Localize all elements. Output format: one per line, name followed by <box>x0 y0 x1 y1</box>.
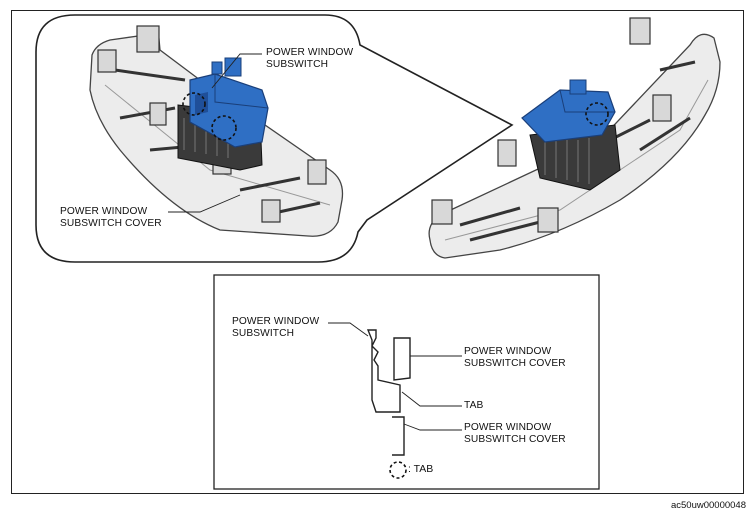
label-inset-cover: POWER WINDOW SUBSWITCH COVER <box>60 206 162 230</box>
figure-code: ac50uw00000048 <box>670 500 746 511</box>
label-line: POWER WINDOW <box>60 206 148 217</box>
label-line: SUBSWITCH COVER <box>464 434 566 445</box>
label-section-cover-upper: POWER WINDOW SUBSWITCH COVER <box>464 346 566 370</box>
section-box <box>213 274 600 490</box>
tab-legend-symbol <box>389 461 407 479</box>
figure-frame <box>11 10 744 494</box>
section-cover-upper <box>393 337 411 381</box>
label-line: POWER WINDOW <box>266 47 354 58</box>
label-line: TAB <box>464 400 484 411</box>
label-section-cover-lower: POWER WINDOW SUBSWITCH COVER <box>464 422 566 446</box>
inset-subswitch <box>177 57 269 171</box>
label-section-tab: TAB <box>464 400 483 412</box>
label-line: POWER WINDOW <box>464 346 552 357</box>
label-line: SUBSWITCH COVER <box>464 358 566 369</box>
inset-cover-leader <box>168 194 241 213</box>
section-cover-lower-leader <box>403 423 462 431</box>
label-line: SUBSWITCH <box>232 328 295 339</box>
tab-legend-label: : TAB <box>408 463 434 475</box>
label-section-subswitch: POWER WINDOW SUBSWITCH <box>232 316 319 340</box>
section-subswitch-profile <box>366 329 401 413</box>
label-line: POWER WINDOW <box>232 316 320 327</box>
section-switch-leader <box>328 322 369 337</box>
section-cover-lower <box>392 416 405 456</box>
section-tab-leader <box>401 391 462 407</box>
label-line: SUBSWITCH COVER <box>60 218 162 229</box>
inset-switch-leader <box>211 53 262 89</box>
label-line: SUBSWITCH <box>266 59 329 70</box>
label-line: POWER WINDOW <box>464 422 552 433</box>
overview-subswitch <box>521 79 621 191</box>
overview-cover-panel <box>428 17 721 259</box>
label-inset-subswitch: POWER WINDOW SUBSWITCH <box>266 47 353 71</box>
